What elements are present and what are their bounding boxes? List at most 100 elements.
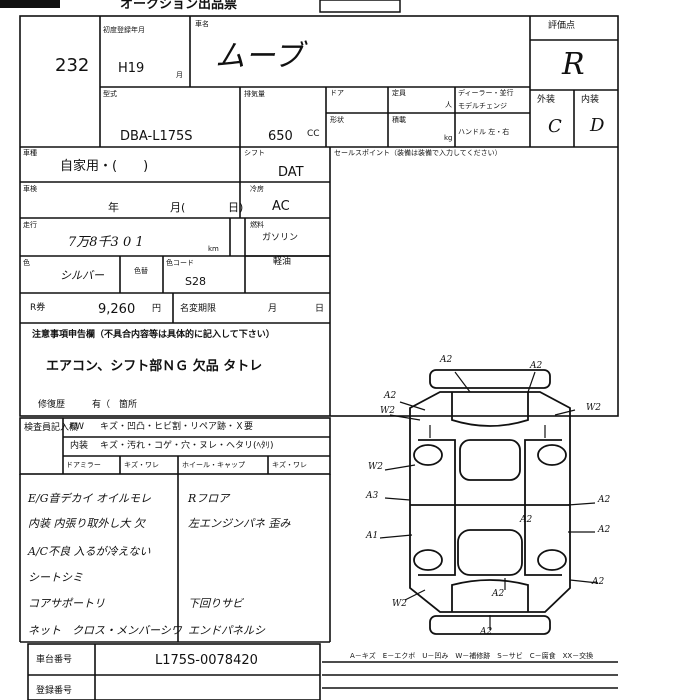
- inspector-row-wheel-text: キズ・ワレ: [272, 461, 307, 469]
- damage-mark: A2: [530, 361, 543, 371]
- loading-unit: kg: [444, 134, 453, 142]
- inspector-row-interior-label: 内装: [70, 441, 89, 451]
- inspector-row-wheel-label: ホイール・キャップ: [182, 461, 245, 469]
- inspection-year: 年: [108, 201, 119, 214]
- capacity-label: 定員: [392, 89, 406, 97]
- notes-header: 注意事項申告欄（不具合内容等は具体的に記入して下さい）: [32, 330, 275, 340]
- model-label: 型式: [103, 90, 117, 98]
- inspection-label: 車検: [23, 185, 37, 193]
- chassis-value: L175S-0078420: [155, 653, 258, 668]
- color-label: 色: [23, 259, 30, 267]
- handwritten-note-right: Rフロア: [188, 492, 230, 505]
- damage-mark: W2: [380, 406, 395, 416]
- damage-mark: A2: [492, 589, 505, 599]
- color-change-label: 色替: [134, 267, 148, 275]
- damage-mark: W2: [368, 462, 383, 472]
- car-name: ムーブ: [215, 39, 304, 74]
- recycle-unit: 円: [152, 304, 162, 314]
- damage-mark: A2: [598, 525, 611, 535]
- name-change-month: 月: [268, 304, 278, 314]
- doors-label: ドア: [330, 89, 344, 97]
- registration-label: 登録番号: [36, 686, 73, 696]
- handle-label: ハンドル 左・右: [458, 128, 510, 136]
- handwritten-note: ネット クロス・メンバーシワ: [28, 624, 182, 637]
- usage-label: 車種: [23, 149, 37, 157]
- handwritten-note-right: 下回りサビ: [188, 597, 243, 610]
- sheet-title: オークション出品票: [120, 0, 238, 12]
- mileage-unit: km: [208, 245, 219, 253]
- first-reg-month-unit: 月: [176, 71, 183, 79]
- inspector-row-mirror-label: ドアミラー: [66, 461, 101, 469]
- damage-legend: A－キズ E－エクボ U－凹み W－補修跡 S－サビ C－腐食 XX－交換: [350, 652, 594, 660]
- inspector-row-interior-text: キズ・汚れ・コゲ・穴・ヌレ・ヘタリ(ﾍﾀﾘ): [100, 441, 274, 451]
- damage-mark: A2: [440, 355, 453, 365]
- ac-value: AC: [272, 199, 290, 214]
- damage-mark: A2: [592, 577, 605, 587]
- handwritten-note: A/C不良 入るが冷えない: [28, 545, 151, 558]
- model-change-label: モデルチェンジ: [458, 102, 507, 110]
- shift-value: DAT: [278, 165, 304, 180]
- inspector-row-fw-text: キズ・凹凸・ヒビ割・リペア跡・Ｘ要: [100, 422, 254, 432]
- repair-label: 修復歴: [38, 400, 66, 410]
- loading-label: 積載: [392, 116, 406, 124]
- car-name-label: 車名: [195, 20, 209, 28]
- damage-mark: W2: [586, 403, 601, 413]
- name-change-day: 日: [315, 304, 325, 314]
- color-code-label: 色コード: [166, 259, 194, 267]
- handwritten-note: シートシミ: [28, 571, 83, 584]
- color-value: シルバー: [60, 269, 104, 282]
- fuel-other: 軽油: [273, 257, 292, 267]
- shape-label: 形状: [330, 116, 344, 124]
- inspector-row-fw-label: FW: [70, 422, 85, 432]
- handwritten-note-right: エンドパネルシ: [188, 624, 265, 637]
- handwritten-note: コアサポートリ: [28, 597, 105, 610]
- sales-points-label: セールスポイント（装備は装備で入力してください）: [334, 149, 502, 157]
- damage-mark: A2: [480, 627, 493, 637]
- displacement-unit: CC: [307, 129, 320, 139]
- lot-number: 232: [55, 55, 90, 76]
- recycle-label: R券: [30, 303, 46, 313]
- fuel-label: 燃料: [250, 221, 264, 229]
- color-code-value: S28: [185, 275, 206, 288]
- handwritten-note-right: 左エンジンパネ 歪み: [188, 517, 291, 530]
- recycle-value: 9,260: [98, 302, 136, 317]
- damage-mark: A3: [366, 491, 379, 501]
- interior-score: D: [590, 115, 605, 136]
- displacement-value: 650: [268, 129, 293, 144]
- interior-label: 内装: [581, 95, 600, 105]
- displacement-label: 排気量: [244, 90, 265, 98]
- damage-mark: W2: [392, 599, 407, 609]
- notes-main: エアコン、シフト部ＮＧ 欠品 タトレ: [46, 359, 263, 374]
- fuel-value: ガソリン: [262, 233, 299, 243]
- mileage-label: 走行: [23, 221, 37, 229]
- score-label: 評価点: [548, 21, 576, 31]
- handwritten-note: 内装 内張り取外し大 欠: [28, 517, 145, 530]
- inspection-month: 月(: [170, 201, 186, 214]
- name-change-label: 名変期限: [180, 304, 217, 314]
- score-value: R: [562, 47, 585, 82]
- usage-value: 自家用・( ): [60, 159, 149, 174]
- exterior-score: C: [548, 116, 562, 137]
- inspector-row-mirror-text: キズ・ワレ: [124, 461, 159, 469]
- handwritten-note: E/G音デカイ オイルモレ: [28, 492, 152, 505]
- damage-mark: A2: [598, 495, 611, 505]
- damage-mark: A2: [520, 515, 533, 525]
- car-diagram: [409, 369, 571, 635]
- damage-mark: A1: [366, 531, 379, 541]
- chassis-label: 車台番号: [36, 655, 73, 665]
- first-reg-year: H19: [118, 61, 145, 76]
- first-reg-label: 初度登録年月: [103, 26, 145, 34]
- capacity-unit: 人: [445, 101, 452, 109]
- ac-label: 冷房: [250, 185, 264, 193]
- exterior-label: 外装: [537, 95, 556, 105]
- dealer-label: ディーラー・並行: [458, 89, 514, 97]
- mileage-value: 7万8千3 0 1: [68, 235, 144, 250]
- inspector-label: 検査員記入欄: [24, 423, 79, 433]
- shift-label: シフト: [244, 149, 265, 157]
- damage-mark: A2: [384, 391, 397, 401]
- model-value: DBA-L175S: [120, 129, 193, 144]
- inspection-day: 日): [228, 201, 244, 214]
- repair-value: 有（ 箇所: [92, 400, 138, 410]
